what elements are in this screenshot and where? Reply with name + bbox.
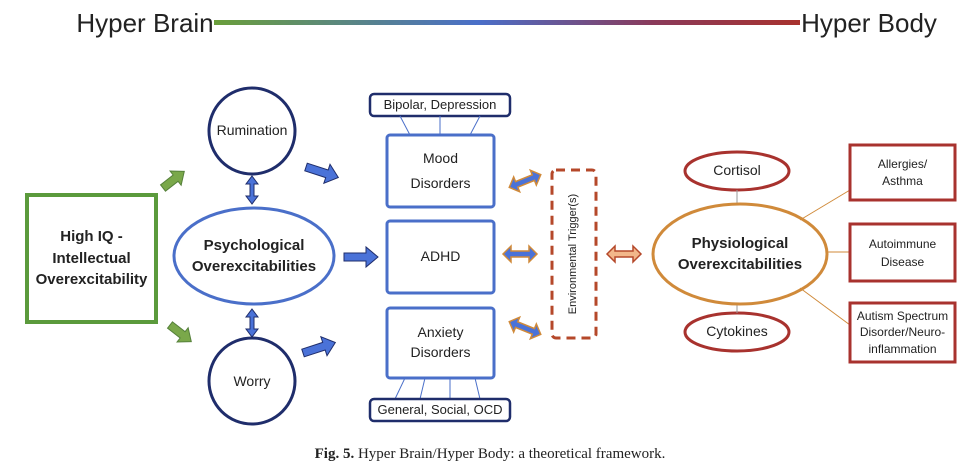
autoimmune-box — [848, 222, 957, 283]
worry-label: Worry — [233, 373, 271, 390]
blue-arrow-mood — [304, 162, 340, 185]
figure-caption-text: Hyper Brain/Hyper Body: a theoretical fr… — [357, 446, 666, 462]
psych-oe-ellipse — [172, 206, 336, 306]
blue-arrow-adhd — [343, 245, 379, 269]
bipolar-label: Bipolar, Depression — [383, 96, 497, 112]
double-arrow-adhd-trigger — [501, 244, 539, 264]
autism-box — [848, 301, 957, 364]
anxiety-types-box — [368, 397, 512, 423]
worry-circle — [207, 336, 297, 426]
adhd-box — [385, 219, 496, 295]
double-arrow-mood-trigger — [508, 168, 542, 194]
phys-oe-ellipse — [651, 202, 829, 306]
blue-arrow-anxiety — [301, 335, 337, 358]
psych-oe-label: Psychological Overexcitabilities — [191, 237, 317, 275]
figure-caption: Fig. 5. Hyper Brain/Hyper Body: a theore… — [0, 446, 980, 463]
allergies-label: Allergies/ Asthma — [877, 156, 928, 188]
hyper-body-label: Hyper Body — [801, 7, 937, 38]
adhd-label: ADHD — [420, 248, 461, 265]
autism-label: Autism Spectrum Disorder/Neuro-inflammat… — [856, 309, 949, 356]
anxiety-types-label: General, Social, OCD — [377, 401, 503, 417]
anxiety-label: Anxiety Disorders — [410, 324, 471, 360]
double-arrow-trigger-phys — [605, 244, 643, 264]
figure-label: Fig. 5. — [314, 446, 355, 462]
double-arrow-rumination-psych — [245, 175, 259, 205]
double-arrow-anxiety-trigger — [508, 315, 542, 341]
anxiety-box — [385, 306, 496, 380]
env-trigger-box — [550, 168, 598, 340]
green-arrow-up — [159, 170, 185, 192]
mood-box — [385, 133, 496, 209]
mood-label: Mood Disorders — [410, 149, 471, 191]
rumination-label: Rumination — [216, 122, 288, 139]
green-arrow-down — [166, 321, 192, 343]
brain-body-gradient-line — [214, 20, 800, 25]
high-iq-box — [25, 193, 158, 324]
phys-oe-label: Physiological Overexcitabilities — [677, 235, 803, 273]
cytokines-label: Cytokines — [706, 323, 768, 340]
autoimmune-label: Autoimmune Disease — [868, 236, 937, 269]
env-trigger-label: Environmental Trigger(s) — [567, 193, 580, 315]
high-iq-label: High IQ - Intellectual Overexcitability — [35, 227, 148, 289]
cortisol-label: Cortisol — [713, 162, 761, 179]
double-arrow-psych-worry — [245, 308, 259, 338]
hyper-brain-label: Hyper Brain — [76, 7, 214, 38]
allergies-box — [848, 143, 957, 202]
rumination-circle — [207, 86, 297, 176]
